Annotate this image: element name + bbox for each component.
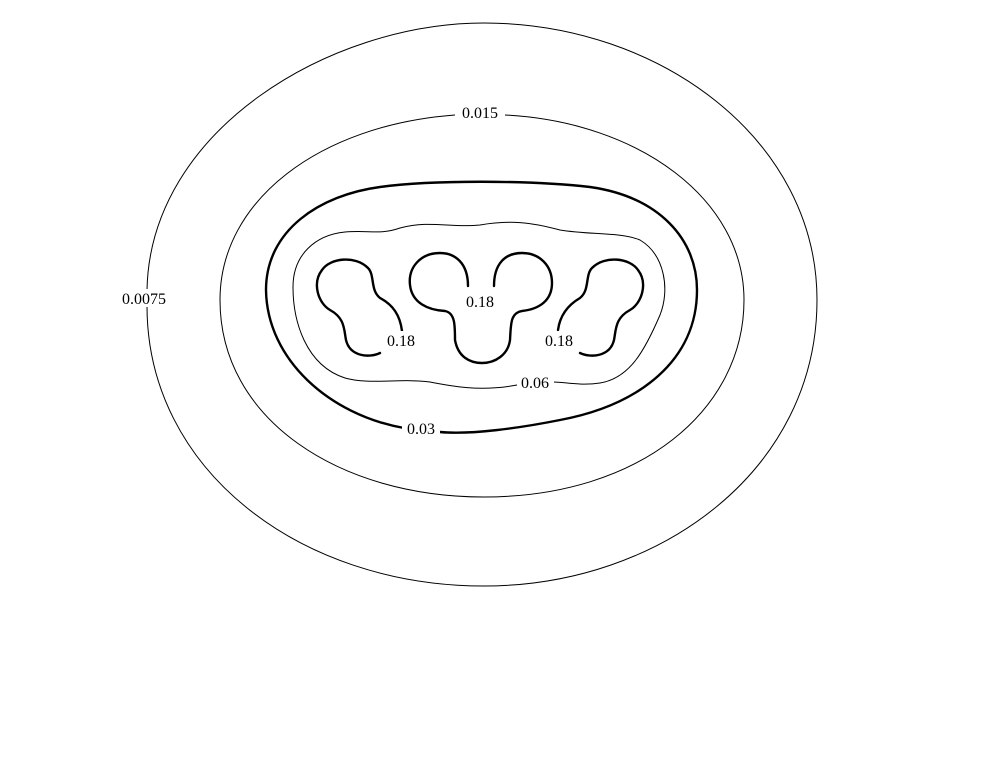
contour-0.0075: 0.0075: [116, 22, 818, 587]
contour-0.06: 0.06: [292, 221, 666, 392]
contour-label-0.0075: 0.0075: [122, 291, 166, 308]
contour-label-0.18-left: 0.18: [387, 333, 415, 350]
contour-0.03: 0.03: [264, 180, 699, 438]
contour-0.18-right: 0.18: [540, 258, 645, 357]
contour-label-0.18-center: 0.18: [466, 294, 494, 311]
contour-label-0.18-right: 0.18: [545, 333, 573, 350]
contour-0.18-center: 0.18: [408, 251, 554, 365]
contour-label-0.015: 0.015: [462, 105, 498, 122]
contour-label-0.06: 0.06: [521, 375, 549, 392]
contour-0.015: 0.015: [219, 103, 745, 498]
contour-0.18-left: 0.18: [315, 258, 420, 357]
contour-label-0.03: 0.03: [407, 421, 435, 438]
